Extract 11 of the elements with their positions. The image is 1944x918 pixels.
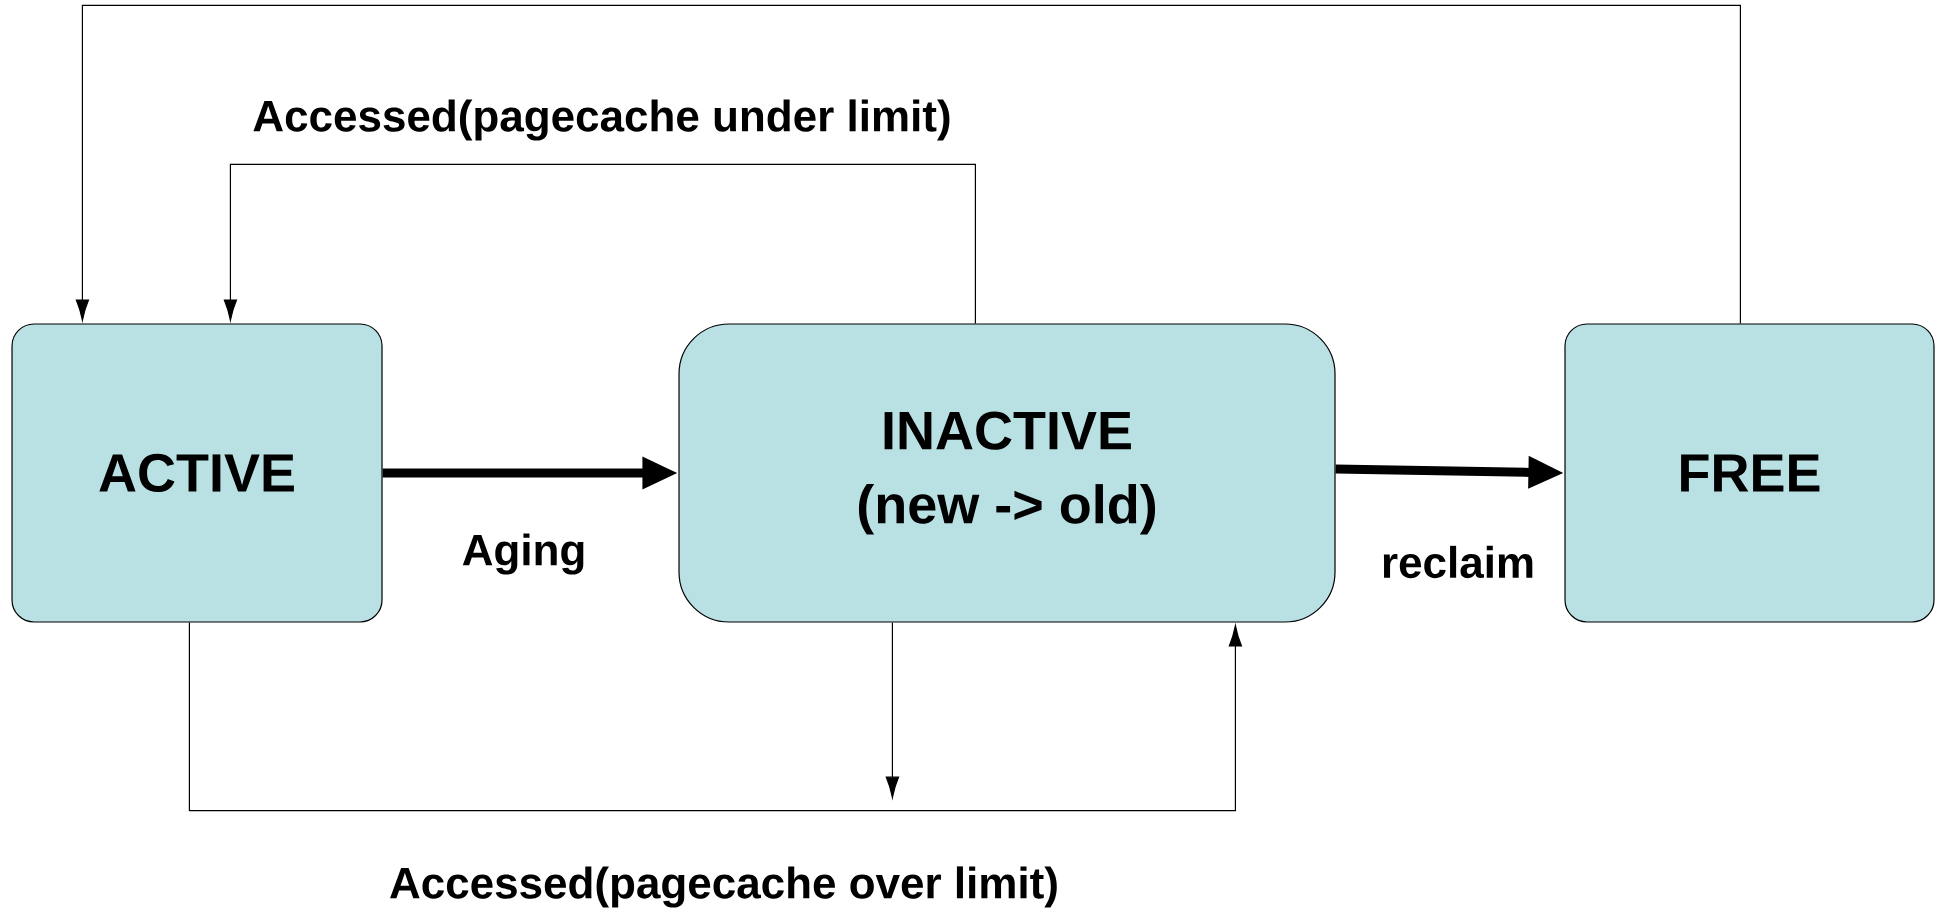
state-box: ACTIVE xyxy=(11,323,383,623)
edge-label: Accessed(pagecache under limit) xyxy=(250,97,954,143)
edge-label: Aging xyxy=(459,531,589,577)
arrow xyxy=(188,622,1243,812)
state-box: INACTIVE (new -> old) xyxy=(678,323,1336,623)
arrow xyxy=(75,4,1741,324)
edge-label: reclaim xyxy=(1378,543,1538,581)
arrow xyxy=(885,622,900,799)
edge-label: Accessed(pagecache over limit) xyxy=(386,864,1062,910)
arrow xyxy=(223,163,976,324)
state-box: FREE xyxy=(1564,323,1935,623)
